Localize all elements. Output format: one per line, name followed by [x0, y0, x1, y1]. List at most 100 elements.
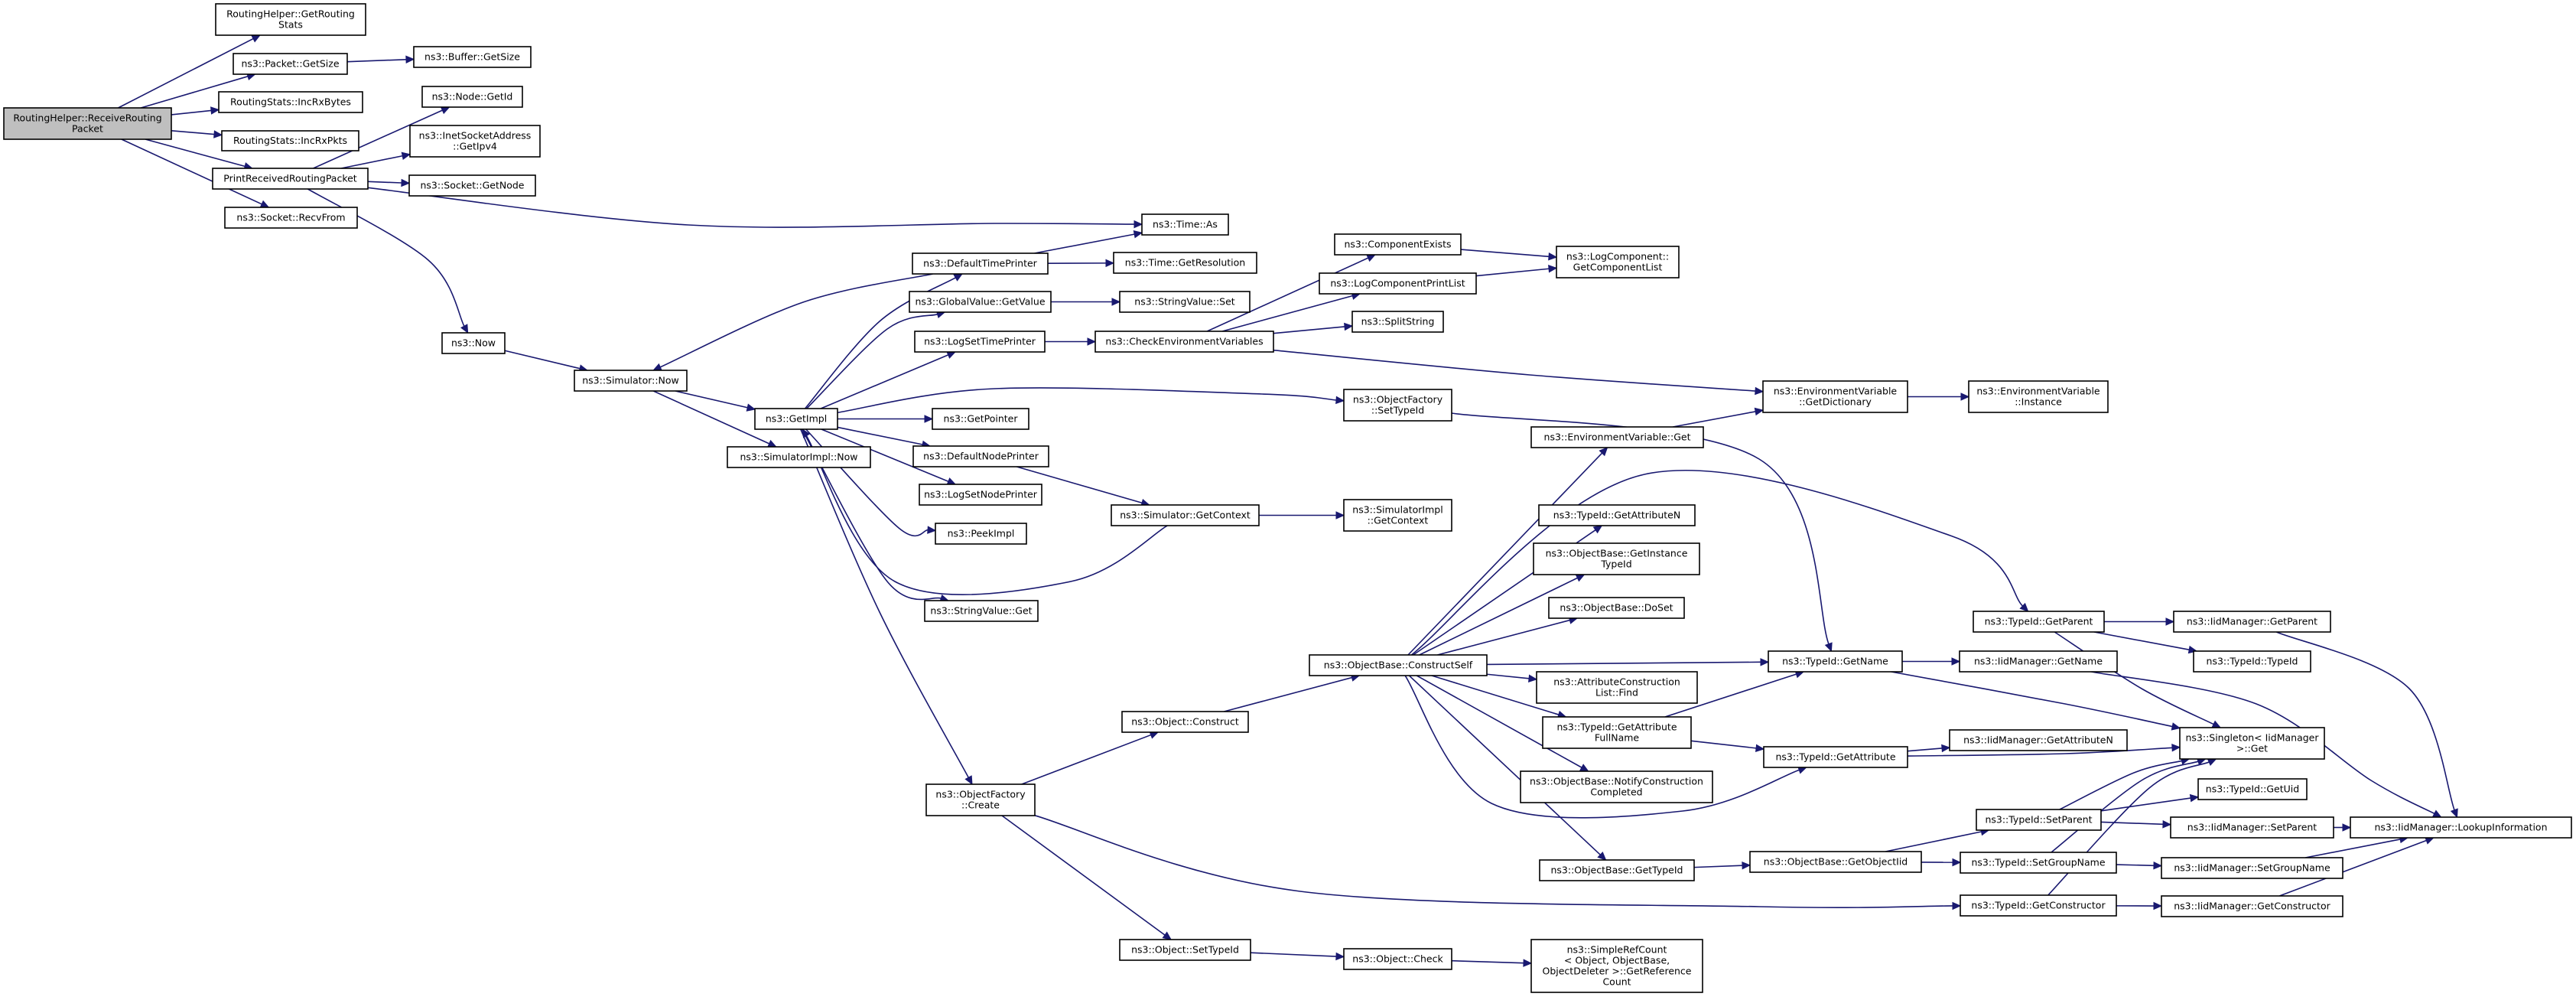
node-n4[interactable]: RoutingStats::IncRxPkts	[221, 130, 359, 151]
node-n21[interactable]: ns3::LogSetNodePrinter	[919, 484, 1042, 506]
node-n26[interactable]: ns3::StringValue::Set	[1119, 291, 1251, 313]
node-box[interactable]	[2170, 816, 2334, 839]
node-n60[interactable]: ns3::TypeId::TypeId	[2193, 650, 2311, 673]
node-box[interactable]	[1530, 426, 1704, 448]
node-box[interactable]	[2161, 895, 2343, 917]
node-box[interactable]	[2179, 727, 2325, 760]
node-n8[interactable]: ns3::Node::GetId	[421, 86, 523, 108]
node-n29[interactable]: ns3::Object::Construct	[1121, 711, 1249, 733]
node-box[interactable]	[233, 53, 348, 75]
node-box[interactable]	[1343, 389, 1452, 422]
node-n3[interactable]: RoutingStats::IncRxBytes	[218, 91, 363, 113]
node-box[interactable]	[2197, 778, 2308, 800]
node-box[interactable]	[912, 445, 1049, 467]
node-n36[interactable]: ns3::ObjectBase::ConstructSelf	[1309, 654, 1488, 676]
node-box[interactable]	[1533, 542, 1700, 575]
node-n12[interactable]: ns3::Now	[441, 332, 506, 354]
node-n64[interactable]: ns3::IidManager::SetGroupName	[2161, 857, 2343, 879]
node-n35[interactable]: ns3::SimulatorImpl::GetContext	[1343, 499, 1452, 532]
node-n41[interactable]: ns3::TypeId::GetAttributeN	[1538, 504, 1696, 526]
node-box[interactable]	[224, 207, 358, 229]
node-box[interactable]	[909, 291, 1052, 313]
node-n47[interactable]: ns3::ObjectBase::GetTypeId	[1539, 859, 1695, 881]
node-n13[interactable]: ns3::Simulator::Now	[574, 370, 688, 392]
node-n34[interactable]: ns3::ObjectFactory::SetTypeId	[1343, 389, 1452, 422]
node-box[interactable]	[1119, 291, 1251, 313]
node-box[interactable]	[1960, 852, 2117, 874]
node-n25[interactable]: ns3::Time::GetResolution	[1113, 252, 1257, 274]
node-n57[interactable]: ns3::TypeId::SetGroupName	[1960, 852, 2117, 874]
node-n56[interactable]: ns3::TypeId::SetParent	[1976, 809, 2102, 831]
node-box[interactable]	[2193, 650, 2311, 673]
node-box[interactable]	[1113, 252, 1257, 274]
node-n27[interactable]: ns3::CheckEnvironmentVariables	[1094, 331, 1274, 353]
node-box[interactable]	[1973, 611, 2105, 633]
node-box[interactable]	[1343, 948, 1452, 970]
node-box[interactable]	[221, 130, 359, 151]
node-box[interactable]	[441, 332, 506, 354]
node-box[interactable]	[1542, 716, 1692, 749]
node-box[interactable]	[1530, 939, 1703, 993]
node-n65[interactable]: ns3::IidManager::GetConstructor	[2161, 895, 2343, 917]
node-box[interactable]	[1094, 331, 1274, 353]
node-box[interactable]	[754, 408, 838, 430]
node-n48[interactable]: ns3::SimpleRefCount< Object, ObjectBase,…	[1530, 939, 1703, 993]
node-n23[interactable]: ns3::StringValue::Get	[924, 600, 1039, 622]
node-n20[interactable]: ns3::DefaultNodePrinter	[912, 445, 1049, 467]
node-n17[interactable]: ns3::GlobalValue::GetValue	[909, 291, 1052, 313]
node-box[interactable]	[3, 107, 172, 140]
node-box[interactable]	[1538, 504, 1696, 526]
node-box[interactable]	[1111, 504, 1260, 526]
node-box[interactable]	[1536, 671, 1698, 704]
node-n43[interactable]: ns3::ObjectBase::DoSet	[1548, 597, 1685, 619]
node-box[interactable]	[1121, 711, 1249, 733]
node-box[interactable]	[408, 174, 536, 197]
node-box[interactable]	[2161, 857, 2343, 879]
node-n28[interactable]: ns3::Simulator::GetContext	[1111, 504, 1260, 526]
node-box[interactable]	[925, 783, 1036, 816]
node-n22[interactable]: ns3::PeekImpl	[935, 523, 1027, 545]
node-n2[interactable]: ns3::Packet::GetSize	[233, 53, 348, 75]
node-n32[interactable]: ns3::LogComponentPrintList	[1319, 272, 1477, 295]
node-box[interactable]	[932, 408, 1029, 430]
node-n49[interactable]: ns3::EnvironmentVariable::Instance	[1968, 380, 2109, 413]
node-box[interactable]	[914, 331, 1046, 353]
node-n50[interactable]: ns3::TypeId::GetName	[1768, 650, 1903, 673]
node-n33[interactable]: ns3::SplitString	[1351, 311, 1444, 333]
node-box[interactable]	[1343, 499, 1452, 532]
node-box[interactable]	[1749, 851, 1922, 873]
node-box[interactable]	[409, 125, 541, 158]
node-box[interactable]	[919, 484, 1042, 506]
node-box[interactable]	[1141, 213, 1229, 236]
node-box[interactable]	[1334, 233, 1462, 256]
node-box[interactable]	[1976, 809, 2102, 831]
node-n53[interactable]: ns3::TypeId::GetParent	[1973, 611, 2105, 633]
node-n38[interactable]: ns3::LogComponent::GetComponentList	[1556, 246, 1680, 279]
node-n59[interactable]: ns3::IidManager::GetParent	[2173, 611, 2331, 633]
node-box[interactable]	[2173, 611, 2331, 633]
node-box[interactable]	[212, 168, 369, 190]
node-n15[interactable]: ns3::SimulatorImpl::Now	[727, 446, 871, 468]
node-box[interactable]	[1768, 650, 1903, 673]
node-n40[interactable]: ns3::EnvironmentVariable::Get	[1530, 426, 1704, 448]
node-box[interactable]	[1351, 311, 1444, 333]
node-box[interactable]	[1763, 746, 1908, 768]
node-n14[interactable]: ns3::GetImpl	[754, 408, 838, 430]
node-n61[interactable]: ns3::Singleton< IidManager>::Get	[2179, 727, 2325, 760]
node-box[interactable]	[1309, 654, 1488, 676]
node-box[interactable]	[421, 86, 523, 108]
node-box[interactable]	[413, 46, 532, 68]
node-n58[interactable]: ns3::TypeId::GetConstructor	[1960, 894, 2117, 917]
node-box[interactable]	[1968, 380, 2109, 413]
node-n24[interactable]: ns3::ObjectFactory::Create	[925, 783, 1036, 816]
node-n5[interactable]: PrintReceivedRoutingPacket	[212, 168, 369, 190]
node-n52[interactable]: ns3::ObjectBase::GetObjectIid	[1749, 851, 1922, 873]
node-box[interactable]	[218, 91, 363, 113]
node-n54[interactable]: ns3::IidManager::GetName	[1959, 650, 2118, 673]
node-box[interactable]	[1548, 597, 1685, 619]
node-n19[interactable]: ns3::GetPointer	[932, 408, 1029, 430]
